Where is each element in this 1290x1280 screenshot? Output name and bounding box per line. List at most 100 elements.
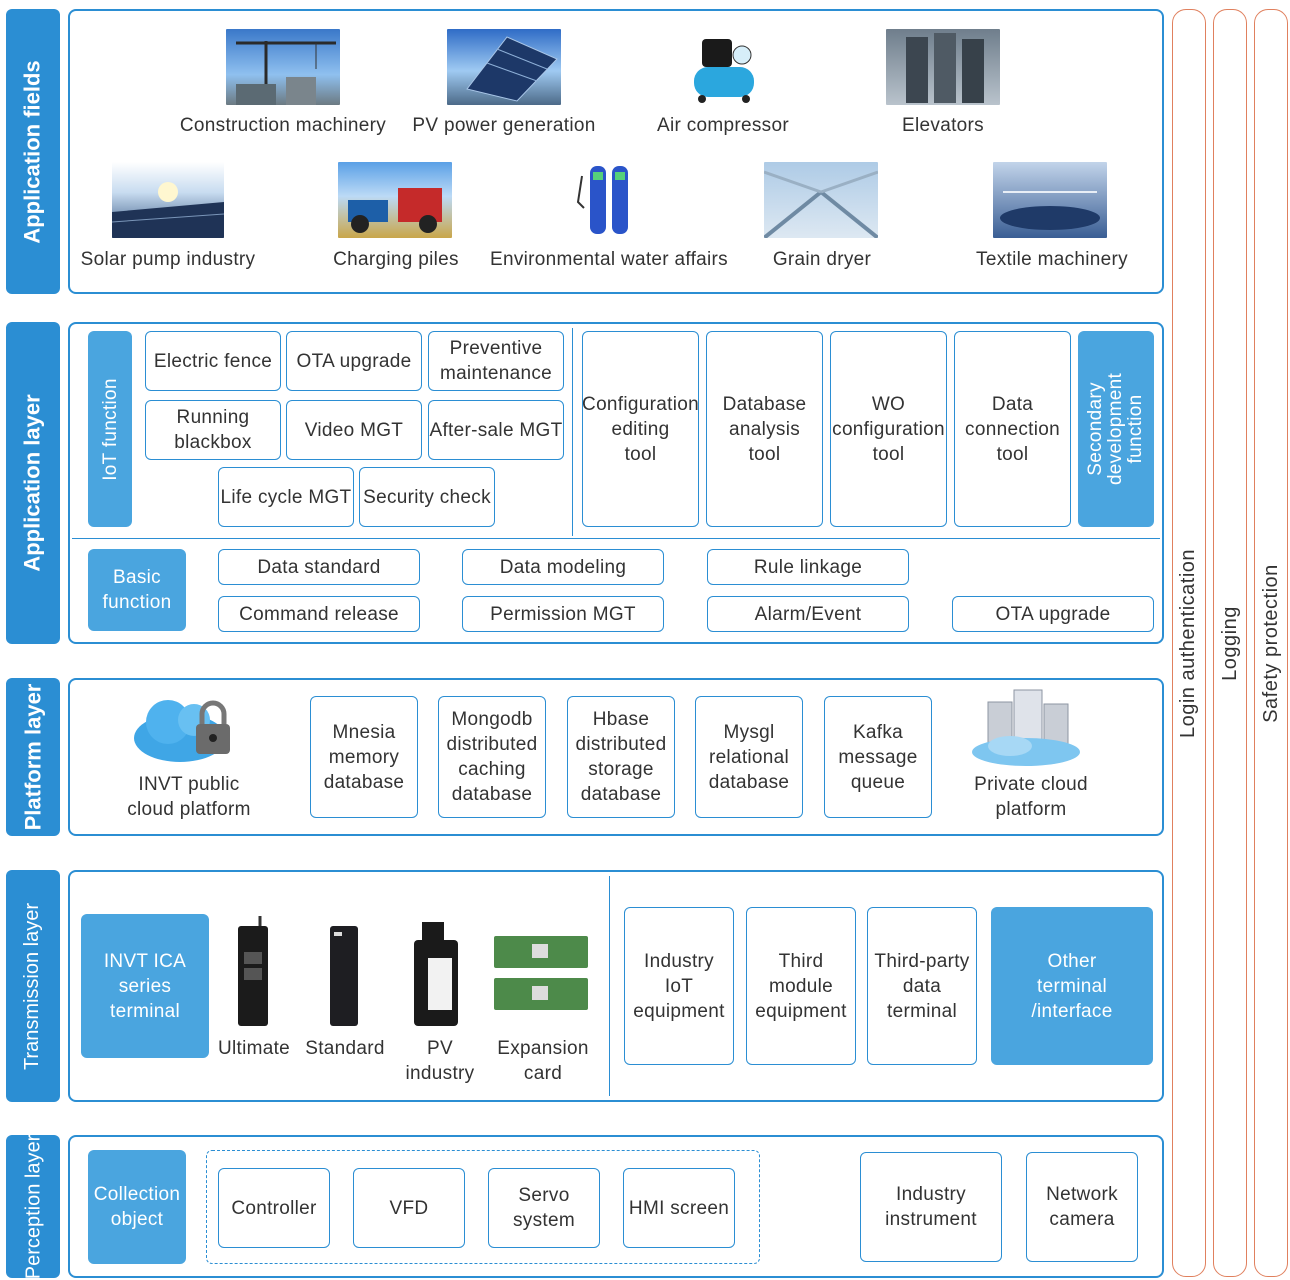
preventive-maintenance-label: Preventive maintenance: [439, 338, 553, 384]
rail-safety-protection: Safety protection: [1254, 9, 1288, 1277]
sidebar-perception-layer: Perception layer: [6, 1134, 60, 1279]
basic-function-label: Basic function: [102, 567, 172, 613]
third-party-box: Third-party data terminal: [867, 907, 977, 1065]
rule-linkage-box: Rule linkage: [707, 549, 909, 585]
hmi-screen-box: HMI screen: [623, 1168, 735, 1248]
public-cloud-label: INVT public cloud platform: [127, 774, 251, 820]
hmi-screen-label: HMI screen: [628, 1197, 730, 1219]
sidebar-application-fields: Application fields: [6, 9, 60, 294]
collection-object-block: Collection object: [88, 1150, 186, 1264]
data-connection-tool-label: Data connection tool: [965, 393, 1060, 465]
server-cloud-icon: [970, 688, 1082, 768]
pv-device-icon: [412, 922, 460, 1028]
rail-logging: Logging: [1213, 9, 1247, 1277]
sidebar-label: Transmission layer: [21, 902, 44, 1070]
sidebar-label: Perception layer: [22, 1134, 44, 1279]
wo-configuration-tool-label: WO configuration tool: [832, 393, 945, 465]
secondary-development-label: Secondary development function: [1085, 372, 1147, 486]
third-module-box: Third module equipment: [746, 907, 856, 1065]
controller-label: Controller: [231, 1197, 317, 1219]
other-terminal-block: Other terminal /interface: [991, 907, 1153, 1065]
hbase-label: Hbase distributed storage database: [575, 709, 667, 805]
collection-object-label: Collection object: [93, 1184, 181, 1230]
rail-label: Logging: [1218, 605, 1241, 681]
industry-instrument-box: Industry instrument: [860, 1152, 1002, 1262]
industry-instrument-label: Industry instrument: [885, 1184, 977, 1230]
pipe-corridor-icon: [764, 170, 878, 238]
sensor-probe-icon: [576, 166, 628, 234]
life-cycle-mgt-label: Life cycle MGT: [220, 486, 352, 508]
solar-panel-icon: [466, 36, 558, 102]
sidebar-label: Application fields: [20, 59, 46, 244]
rule-linkage-label: Rule linkage: [753, 556, 863, 578]
tractor-icon: [348, 188, 442, 233]
rail-label: Login authentication: [1177, 548, 1200, 738]
third-party-label: Third-party data terminal: [874, 950, 970, 1022]
field-air-label: Air compressor: [657, 115, 789, 136]
compressor-icon: [694, 39, 754, 103]
divider: [572, 328, 573, 536]
configuration-tool-label: Configuration editing tool: [582, 393, 699, 465]
ultimate-device-icon: [236, 916, 270, 1028]
divider: [72, 538, 1160, 539]
electric-fence-box: Electric fence: [145, 331, 281, 391]
mongodb-label: Mongodb distributed caching database: [446, 709, 538, 805]
mnesia-box: Mnesia memory database: [310, 696, 418, 818]
servo-system-box: Servo system: [488, 1168, 600, 1248]
controllers-group: [206, 1150, 760, 1264]
permission-mgt-label: Permission MGT: [490, 603, 636, 625]
field-water-label: Environmental water affairs: [490, 249, 728, 270]
field-textile-label: Textile machinery: [976, 249, 1128, 270]
configuration-tool-box: Configuration editing tool: [582, 331, 699, 527]
ota-upgrade-basic-label: OTA upgrade: [995, 603, 1111, 625]
kafka-label: Kafka message queue: [838, 721, 918, 793]
elevators-image: [886, 29, 1000, 105]
vfd-label: VFD: [389, 1197, 429, 1219]
iot-function-label: IoT function: [99, 377, 121, 481]
network-camera-box: Network camera: [1026, 1152, 1138, 1262]
security-check-label: Security check: [363, 486, 491, 508]
elevator-icon: [906, 33, 984, 103]
iot-function-block: IoT function: [88, 331, 132, 527]
field-pv-label: PV power generation: [412, 115, 596, 136]
ota-upgrade-basic-box: OTA upgrade: [952, 596, 1154, 632]
sidebar-label: Application layer: [20, 394, 45, 572]
running-blackbox-label: Running blackbox: [174, 407, 252, 453]
data-modeling-box: Data modeling: [462, 549, 664, 585]
field-elevators-label: Elevators: [902, 115, 984, 136]
command-release-label: Command release: [239, 603, 399, 625]
command-release-box: Command release: [218, 596, 420, 632]
controller-box: Controller: [218, 1168, 330, 1248]
database-tool-label: Database analysis tool: [722, 393, 807, 465]
sidebar-transmission-layer: Transmission layer: [6, 870, 60, 1102]
video-mgt-box: Video MGT: [286, 400, 422, 460]
ica-terminal-block: INVT ICA series terminal: [81, 914, 209, 1058]
air-compressor-image: [686, 29, 762, 105]
ota-upgrade-box: OTA upgrade: [286, 331, 422, 391]
life-cycle-mgt-box: Life cycle MGT: [218, 467, 354, 527]
data-connection-tool-box: Data connection tool: [954, 331, 1071, 527]
solar-pump-image: [112, 162, 224, 238]
pv-industry-label: PV industry: [405, 1038, 475, 1084]
industry-iot-label: Industry IoT equipment: [633, 950, 725, 1022]
mongodb-box: Mongodb distributed caching database: [438, 696, 546, 818]
video-mgt-label: Video MGT: [304, 419, 404, 441]
mysql-box: Mysgl relational database: [695, 696, 803, 818]
mysql-label: Mysgl relational database: [708, 721, 790, 793]
mnesia-label: Mnesia memory database: [323, 721, 405, 793]
water-affairs-image: [568, 162, 644, 238]
data-standard-box: Data standard: [218, 549, 420, 585]
permission-mgt-box: Permission MGT: [462, 596, 664, 632]
cloud-lock-icon: [130, 688, 242, 768]
field-construction-label: Construction machinery: [179, 115, 387, 136]
sidebar-label: Platform layer: [20, 683, 46, 831]
field-grain-label: Grain dryer: [772, 249, 872, 270]
servo-system-label: Servo system: [513, 1185, 575, 1231]
third-module-label: Third module equipment: [755, 950, 847, 1022]
field-charging-label: Charging piles: [333, 249, 459, 270]
running-blackbox-box: Running blackbox: [145, 400, 281, 460]
after-sale-mgt-box: After-sale MGT: [428, 400, 564, 460]
expansion-card-label: Expansion card: [497, 1038, 589, 1084]
kafka-box: Kafka message queue: [824, 696, 932, 818]
construction-machinery-image: [226, 29, 340, 105]
